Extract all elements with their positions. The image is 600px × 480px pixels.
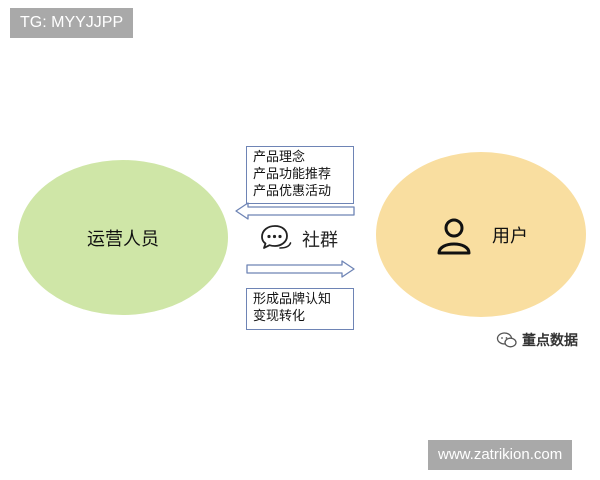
watermark: 董点数据 — [496, 330, 578, 350]
user-to-operations-content-box: 形成品牌认知 变现转化 — [246, 288, 354, 330]
watermark-text: 董点数据 — [522, 333, 578, 349]
content-line: 变现转化 — [253, 309, 306, 324]
community-group: 社群 — [258, 222, 338, 256]
operations-circle: 运营人员 — [18, 160, 228, 315]
chat-bubbles-icon — [261, 225, 292, 249]
content-line: 产品理念 — [253, 150, 306, 165]
left-arrow — [235, 202, 355, 220]
content-line: 形成品牌认知 — [253, 292, 332, 307]
user-label: 用户 — [492, 225, 528, 247]
content-line: 产品优惠活动 — [253, 184, 332, 199]
operations-label: 运营人员 — [87, 228, 159, 250]
community-label: 社群 — [302, 230, 338, 251]
content-line: 产品功能推荐 — [253, 167, 332, 182]
wechat-icon — [496, 332, 517, 348]
right-arrow — [246, 260, 355, 278]
tg-badge: TG: MYYJJPP — [10, 8, 134, 38]
url-badge: www.zatrikion.com — [428, 440, 573, 470]
user-circle: 用户 — [376, 152, 586, 317]
user-icon — [437, 218, 471, 254]
operations-to-user-content-box: 产品理念 产品功能推荐 产品优惠活动 — [246, 146, 354, 204]
